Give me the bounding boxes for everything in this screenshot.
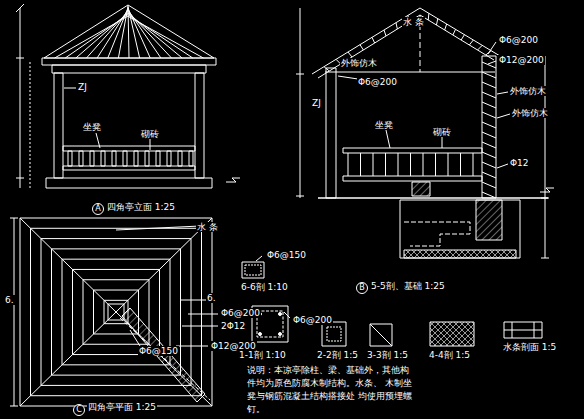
annotation-label: 砌砖: [432, 127, 452, 137]
leader-line: [116, 226, 200, 230]
detail-sections: [242, 256, 542, 346]
dimension-line: [20, 8, 21, 188]
section-2-2: [322, 322, 346, 346]
annotation-label: 砌砖: [140, 129, 160, 139]
column: [54, 73, 63, 178]
roof-tiles: [324, 13, 491, 71]
leader-line: [96, 133, 100, 148]
annotation-label: 6.: [4, 295, 15, 305]
annotation-label: 5-5剖、基础 1:25: [370, 281, 446, 291]
section-view: [296, 8, 554, 258]
dimension-line: [14, 218, 15, 406]
annotation-label: Φ6@200: [498, 35, 539, 45]
balusters: [68, 151, 193, 166]
cushion-layer: [404, 250, 516, 258]
railing-bottom: [63, 166, 195, 170]
annotation-label: 水 条: [402, 17, 425, 27]
railing-top: [343, 148, 482, 153]
rebar-band: [122, 308, 205, 402]
roof-outline: [20, 218, 212, 406]
annotation-label: Φ6@200: [220, 308, 261, 318]
dimension-line: [300, 8, 301, 198]
annotation-label: Φ6@150: [138, 346, 179, 356]
annotation-label: 四角亭立面 1:25: [106, 202, 176, 212]
leader-line: [64, 88, 76, 89]
eave-band: [42, 58, 216, 65]
annotation-label: 2-2剖 1:5: [316, 350, 359, 360]
section-3-3: [370, 324, 392, 346]
annotation-label: Φ12@200: [498, 55, 545, 65]
gable: [312, 8, 500, 74]
annotation-label: 外饰仿木: [340, 58, 378, 68]
leader-line: [488, 42, 496, 54]
section-6-6: [242, 262, 264, 278]
annotation-label: ZJ: [311, 98, 322, 108]
rebar-ties: [482, 62, 496, 198]
column: [482, 56, 496, 198]
view-letter: C: [73, 404, 85, 416]
tie-beam: [325, 72, 495, 73]
leader-line: [176, 346, 208, 347]
annotation-label: Φ6@200: [357, 77, 398, 87]
balusters: [348, 153, 473, 176]
apex: [108, 304, 124, 320]
column: [326, 68, 336, 198]
annotation-label: 四角亭平面 1:25: [87, 402, 157, 412]
ground-line: [318, 197, 548, 199]
section-4-4: [430, 322, 474, 346]
annotation-label: 坐凳: [82, 122, 102, 132]
leader-line: [188, 314, 218, 315]
level-mark: [226, 178, 240, 182]
annotation-label: 水 条: [196, 222, 219, 232]
annotation-label: 6.: [206, 293, 217, 303]
annotation-label: 外饰仿木: [511, 108, 549, 118]
annotation-label: 4-4剖 1:5: [428, 350, 471, 360]
leader-line: [130, 330, 140, 346]
brick-pier: [412, 182, 430, 196]
footing-column: [476, 200, 502, 240]
water-strip-section: [504, 322, 542, 338]
annotation-label: 1-1剖 1:10: [238, 350, 287, 360]
leader-line: [150, 139, 151, 150]
ring-beam: [52, 65, 206, 73]
roof-tiles: [55, 5, 204, 58]
annotation-label: Φ6@150: [266, 250, 307, 260]
railing-top: [63, 146, 195, 151]
annotation-label: 6-6剖 1:10: [240, 282, 289, 292]
hip-line: [20, 218, 212, 406]
level-mark: [540, 188, 554, 192]
annotation-label: 3-3剖 1:5: [366, 350, 409, 360]
hip-line: [20, 218, 212, 406]
roof-outline: [44, 5, 214, 58]
seat: [343, 176, 482, 181]
annotation-label: 2Φ12: [220, 321, 246, 331]
annotation-label: 坐凳: [374, 120, 394, 130]
general-note: 说明：本凉亭除柱、梁、基础外，其他构 件均为原色防腐木制结构。水条、 木制坐凳与…: [246, 364, 416, 416]
front-elevation: [16, 4, 240, 188]
leader-line: [182, 326, 218, 327]
foundation: [400, 200, 520, 258]
annotation-label: Φ6@200: [292, 315, 333, 325]
annotation-label: ZJ: [77, 82, 88, 92]
annotation-label: 水条剖面 1:5: [502, 342, 557, 352]
base: [46, 178, 212, 188]
view-letter: B: [356, 282, 368, 294]
roof-plan: [10, 218, 218, 406]
annotation-label: 外饰仿木: [509, 86, 547, 96]
annotation-label: Φ12: [509, 158, 530, 168]
column: [195, 73, 204, 178]
view-letter: A: [92, 203, 104, 215]
